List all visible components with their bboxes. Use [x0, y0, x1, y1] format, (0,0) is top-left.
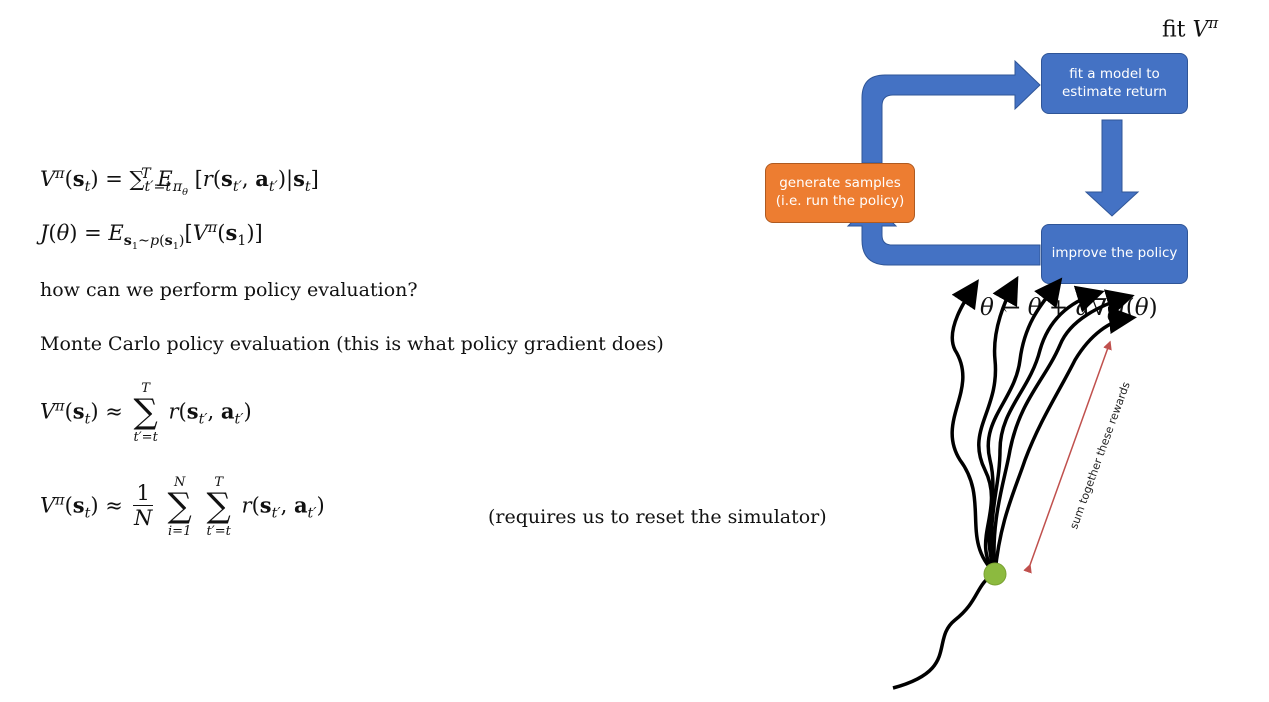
trajectory-branch	[989, 285, 1105, 574]
trajectory-trunk	[892, 571, 996, 690]
monte-carlo-single-sample-equation: Vπ(st) ≈ T∑t′=t r(st′, at′)	[40, 381, 252, 445]
generate-samples-box: generate samples (i.e. run the policy)	[765, 163, 915, 223]
reward-sum-annotation-line	[1023, 340, 1112, 574]
trajectory-branch	[986, 277, 1063, 574]
policy-evaluation-question: how can we perform policy evaluation?	[40, 279, 418, 301]
arrow-fit-to-improve	[1084, 119, 1140, 217]
fit-model-box: fit a model to estimate return	[1041, 53, 1188, 114]
trajectory-branch	[950, 279, 997, 575]
value-function-definition: Vπ(st) = ∑t′=tT Eπθ [r(st′, at′)|st]	[40, 166, 319, 199]
monte-carlo-heading: Monte Carlo policy evaluation (this is w…	[40, 333, 664, 355]
trajectory-branch	[977, 275, 1019, 575]
objective-equation: J(θ) = Es1∼p(s1)[Vπ(s1)]	[40, 220, 263, 253]
start-state-dot	[983, 562, 1007, 586]
arrow-generate-to-fit	[861, 59, 1041, 164]
improve-policy-box: improve the policy	[1041, 224, 1188, 284]
fit-value-label: fit Vπ	[1162, 14, 1219, 43]
reset-simulator-note: (requires us to reset the simulator)	[488, 506, 827, 528]
